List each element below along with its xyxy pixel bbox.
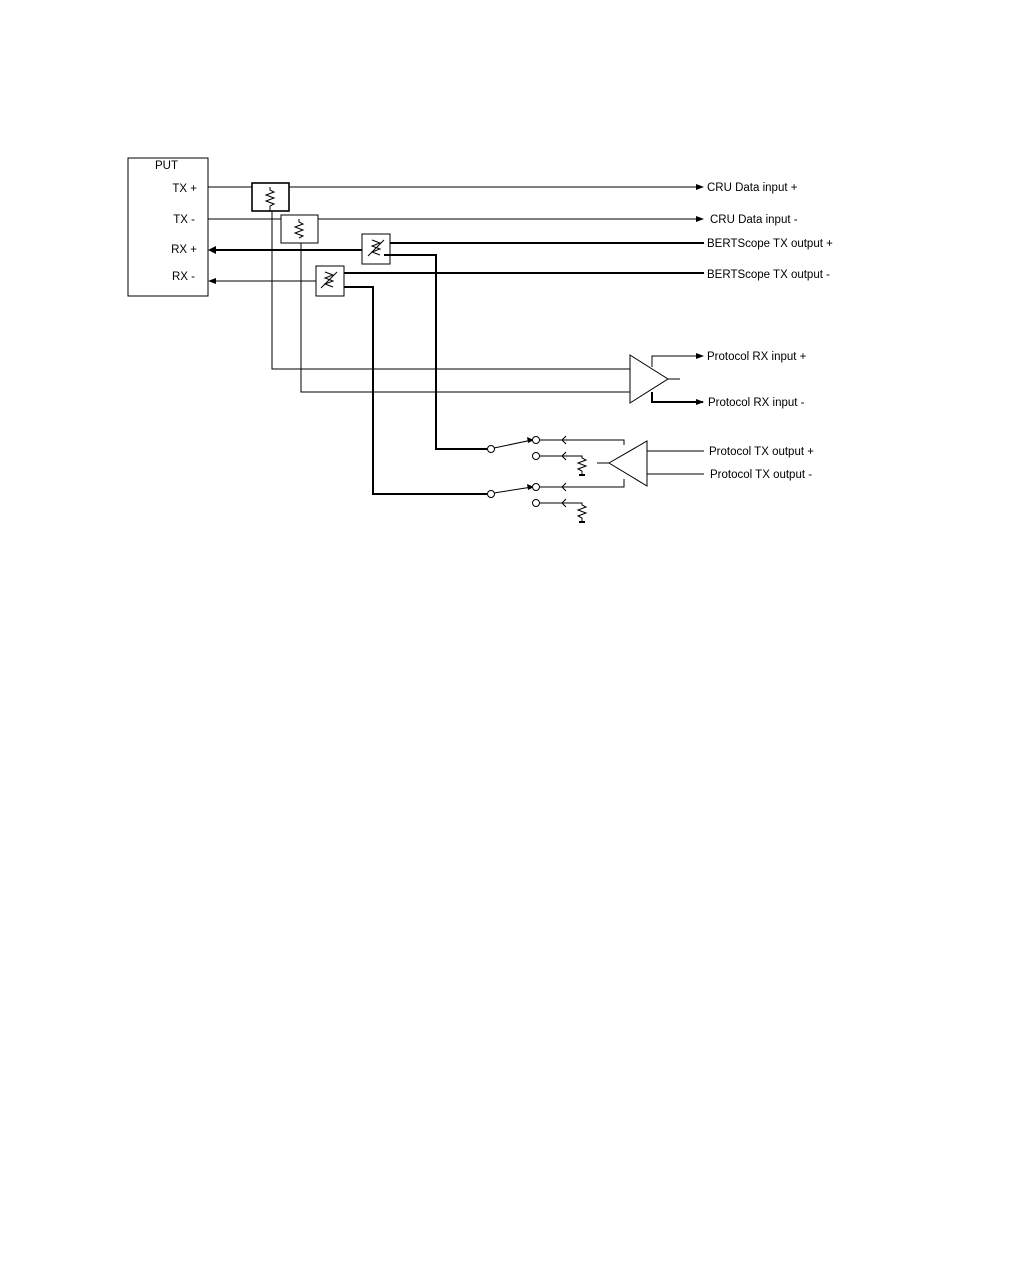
protocol-tx-output-minus-label: Protocol TX output - [710, 469, 812, 481]
bert-plus-to-rx-plus-line [210, 243, 704, 250]
driver-plus-output-line [540, 440, 624, 445]
pin-rx-minus-label: RX - [172, 271, 195, 283]
cru-data-input-plus-label: CRU Data input + [707, 182, 798, 194]
tx-minus-pickoff-resistor [281, 215, 318, 243]
rx-plus-switch [488, 437, 540, 460]
tx-minus-monitor-line [301, 243, 630, 392]
pin-tx-minus-label: TX - [173, 214, 195, 226]
rx-minus-switch-feed [344, 287, 487, 494]
put-block: PUT TX + TX - RX + RX - [128, 158, 208, 296]
bert-minus-to-rx-minus-line [212, 273, 704, 281]
termination-resistor-1 [540, 452, 586, 475]
rx-plus-arrowhead [208, 246, 216, 254]
rx-plus-switch-feed [384, 255, 487, 449]
pin-tx-plus-label: TX + [172, 183, 197, 195]
rx-minus-arrowhead [208, 278, 216, 284]
protocol-tx-driver-amplifier [597, 441, 704, 486]
tx-plus-pickoff-resistor [252, 183, 289, 211]
pin-rx-plus-label: RX + [171, 244, 197, 256]
protocol-tx-output-plus-label: Protocol TX output + [709, 446, 814, 458]
put-box [128, 158, 208, 296]
put-title: PUT [155, 160, 178, 172]
rx-minus-variable-resistor [316, 266, 344, 296]
protocol-rx-input-minus-label: Protocol RX input - [708, 397, 805, 409]
cru-data-input-minus-label: CRU Data input - [710, 214, 798, 226]
bertscope-tx-output-plus-label: BERTScope TX output + [707, 238, 833, 250]
termination-resistor-2 [540, 499, 586, 522]
rx-plus-variable-resistor [362, 234, 390, 264]
driver-minus-output-line [540, 479, 624, 487]
protocol-rx-input-plus-label: Protocol RX input + [707, 351, 807, 363]
bertscope-tx-output-minus-label: BERTScope TX output - [707, 269, 830, 281]
protocol-rx-receiver-amplifier [630, 355, 703, 403]
rx-minus-switch [488, 484, 540, 507]
